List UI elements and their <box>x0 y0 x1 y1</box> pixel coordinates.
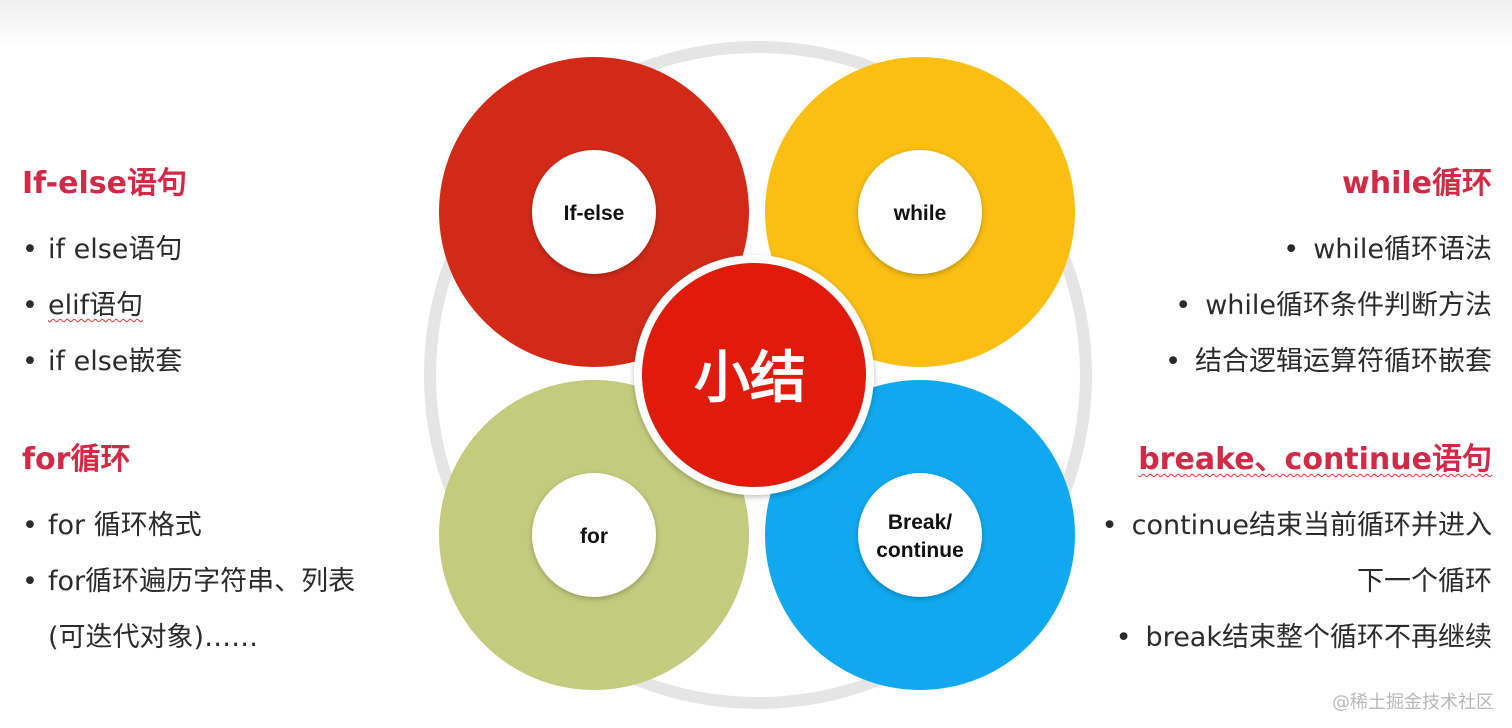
center-node: 小结 <box>634 255 874 495</box>
while-heading: while循环 <box>1342 166 1492 201</box>
petal-break-continue-hole <box>858 473 982 597</box>
list-item: •continue结束当前循环并进入 <box>1101 510 1492 541</box>
break-continue-heading: breake、continue语句 <box>1138 442 1492 477</box>
list-item: •break结束整个循环不再继续 <box>1115 622 1492 653</box>
for-heading: for循环 <box>22 442 131 477</box>
petal-break-continue-label-line1: Break/ <box>888 511 952 534</box>
petal-while-label: while <box>893 202 947 225</box>
if-else-list: •if else语句 •elif语句 •if else嵌套 <box>22 222 182 390</box>
list-item: •if else语句 <box>22 234 183 265</box>
list-item: •for循环遍历字符串、列表 <box>22 566 356 597</box>
while-list: •while循环语法 •while循环条件判断方法 •结合逻辑运算符循环嵌套 <box>1165 222 1492 390</box>
summary-diagram: If-else while for Break/ continue 小结 <box>424 41 1092 709</box>
list-item: •if else嵌套 <box>22 346 183 377</box>
center-label: 小结 <box>694 346 806 411</box>
list-item: •for 循环格式 <box>22 510 202 541</box>
center-node-fill <box>642 263 866 487</box>
outer-ring <box>424 41 1092 709</box>
petal-while: while <box>765 57 1075 367</box>
list-item: •while循环语法 <box>1283 234 1492 265</box>
list-item: •elif语句 <box>22 290 144 321</box>
list-item: •结合逻辑运算符循环嵌套 <box>1165 346 1492 377</box>
petal-for-label: for <box>580 525 608 548</box>
petal-for-hole <box>532 473 656 597</box>
list-item: •while循环条件判断方法 <box>1175 290 1492 321</box>
watermark: @稀土掘金技术社区 <box>1332 692 1494 713</box>
petal-while-hole <box>858 150 982 274</box>
for-list: •for 循环格式 •for循环遍历字符串、列表 (可迭代对象)…… <box>22 498 355 666</box>
petal-if-else-label: If-else <box>564 202 625 225</box>
top-gradient-bar <box>0 0 1512 48</box>
petal-break-continue-label-line2: continue <box>876 539 964 562</box>
petal-if-else-hole <box>532 150 656 274</box>
petal-break-continue: Break/ continue <box>765 380 1075 690</box>
break-continue-list: •continue结束当前循环并进入 下一个循环 •break结束整个循环不再继… <box>1102 498 1492 666</box>
if-else-heading: If-else语句 <box>22 166 187 201</box>
list-item: (可迭代对象)…… <box>48 622 259 653</box>
list-item: 下一个循环 <box>1357 566 1492 597</box>
